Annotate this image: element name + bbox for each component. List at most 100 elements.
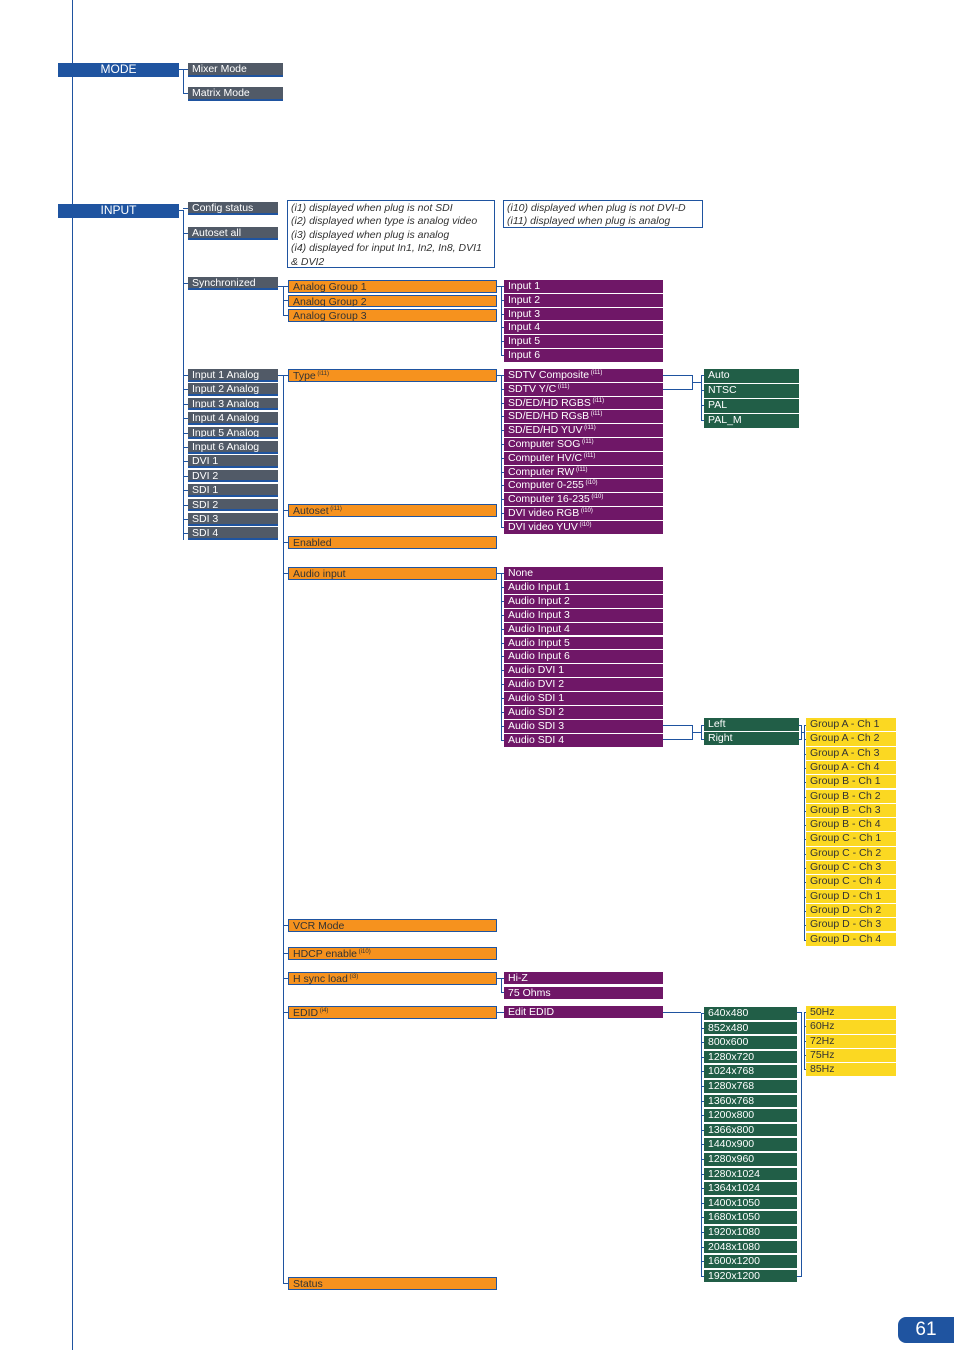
audio-source-audio-input-5[interactable]: Audio Input 5 <box>504 636 663 651</box>
resolution-1364x1024[interactable]: 1364x1024 <box>704 1182 797 1196</box>
refresh-60hz[interactable]: 60Hz <box>806 1020 896 1035</box>
audio-source-audio-input-6[interactable]: Audio Input 6 <box>504 650 663 665</box>
setting-type[interactable]: Type (i11) <box>288 369 497 382</box>
mode-option-matrix-mode[interactable]: Matrix Mode <box>188 87 283 101</box>
plug-sdi-4[interactable]: SDI 4 <box>188 527 278 540</box>
resolution-1360x768[interactable]: 1360x768 <box>704 1094 797 1109</box>
type-dvi-video-rgb[interactable]: DVI video RGB (i10) <box>504 507 663 521</box>
setting-h-sync-load[interactable]: H sync load (i3) <box>288 972 497 985</box>
sdi-group-group-c-ch-2[interactable]: Group C - Ch 2 <box>806 846 896 861</box>
sdi-group-group-c-ch-1[interactable]: Group C - Ch 1 <box>806 832 896 847</box>
audio-channel-right[interactable]: Right <box>704 732 799 746</box>
sdi-group-group-a-ch-3[interactable]: Group A - Ch 3 <box>806 746 896 761</box>
resolution-1440x900[interactable]: 1440x900 <box>704 1138 797 1152</box>
input-item-synchronized[interactable]: Synchronized <box>188 277 278 290</box>
type-computer-hv-c[interactable]: Computer HV/C (i11) <box>504 451 663 466</box>
resolution-1200x800[interactable]: 1200x800 <box>704 1109 797 1123</box>
plug-sdi-2[interactable]: SDI 2 <box>188 498 278 512</box>
resolution-1400x1050[interactable]: 1400x1050 <box>704 1196 797 1211</box>
resolution-1280x1024[interactable]: 1280x1024 <box>704 1167 797 1182</box>
audio-source-audio-input-3[interactable]: Audio Input 3 <box>504 608 663 623</box>
analog-group-3[interactable]: Analog Group 3 <box>288 309 497 322</box>
sdi-group-group-a-ch-1[interactable]: Group A - Ch 1 <box>806 718 896 733</box>
plug-input-2-analog[interactable]: Input 2 Analog <box>188 383 278 396</box>
setting-hdcp-enable[interactable]: HDCP enable (i10) <box>288 947 497 960</box>
sync-input-6[interactable]: Input 6 <box>504 349 663 363</box>
sdi-group-group-c-ch-3[interactable]: Group C - Ch 3 <box>806 861 896 876</box>
plug-input-1-analog[interactable]: Input 1 Analog <box>188 369 278 382</box>
edit-edid-button[interactable]: Edit EDID <box>504 1006 663 1019</box>
sync-input-4[interactable]: Input 4 <box>504 321 663 336</box>
audio-source-audio-sdi-1[interactable]: Audio SDI 1 <box>504 692 663 706</box>
resolution-640x480[interactable]: 640x480 <box>704 1007 797 1021</box>
refresh-72hz[interactable]: 72Hz <box>806 1034 896 1049</box>
sync-input-3[interactable]: Input 3 <box>504 307 663 322</box>
resolution-1024x768[interactable]: 1024x768 <box>704 1065 797 1079</box>
setting-audio-input[interactable]: Audio input <box>288 567 497 580</box>
plug-sdi-1[interactable]: SDI 1 <box>188 484 278 497</box>
refresh-75hz[interactable]: 75Hz <box>806 1048 896 1064</box>
resolution-1366x800[interactable]: 1366x800 <box>704 1123 797 1138</box>
resolution-2048x1080[interactable]: 2048x1080 <box>704 1240 797 1255</box>
resolution-1920x1200[interactable]: 1920x1200 <box>704 1269 797 1284</box>
sdi-group-group-a-ch-4[interactable]: Group A - Ch 4 <box>806 760 896 776</box>
setting-autoset[interactable]: Autoset (i11) <box>288 504 497 517</box>
resolution-852x480[interactable]: 852x480 <box>704 1021 797 1036</box>
analog-group-2[interactable]: Analog Group 2 <box>288 294 497 307</box>
setting-status[interactable]: Status <box>288 1277 497 1290</box>
resolution-800x600[interactable]: 800x600 <box>704 1036 797 1050</box>
type-computer-rw[interactable]: Computer RW (i11) <box>504 465 663 480</box>
setting-vcr-mode[interactable]: VCR Mode <box>288 919 497 932</box>
plug-dvi-1[interactable]: DVI 1 <box>188 455 278 468</box>
sdi-group-group-d-ch-4[interactable]: Group D - Ch 4 <box>806 932 896 947</box>
audio-source-audio-input-2[interactable]: Audio Input 2 <box>504 594 663 609</box>
type-sdtv-y-c[interactable]: SDTV Y/C (i11) <box>504 382 663 397</box>
sdi-group-group-b-ch-3[interactable]: Group B - Ch 3 <box>806 803 896 819</box>
refresh-50hz[interactable]: 50Hz <box>806 1006 896 1021</box>
resolution-1280x720[interactable]: 1280x720 <box>704 1050 797 1065</box>
type-sd-ed-hd-rgsb[interactable]: SD/ED/HD RGsB (i11) <box>504 410 663 425</box>
plug-input-5-analog[interactable]: Input 5 Analog <box>188 426 278 440</box>
hsync-75-ohms[interactable]: 75 Ohms <box>504 986 663 1000</box>
sdi-group-group-d-ch-3[interactable]: Group D - Ch 3 <box>806 918 896 933</box>
sdi-group-group-d-ch-1[interactable]: Group D - Ch 1 <box>806 889 896 904</box>
audio-source-audio-dvi-1[interactable]: Audio DVI 1 <box>504 664 663 679</box>
sdi-group-group-a-ch-2[interactable]: Group A - Ch 2 <box>806 732 896 747</box>
setting-edid[interactable]: EDID (i4) <box>288 1006 497 1019</box>
audio-source-audio-sdi-2[interactable]: Audio SDI 2 <box>504 706 663 720</box>
type-sd-ed-hd-rgbs[interactable]: SD/ED/HD RGBS (i11) <box>504 396 663 411</box>
plug-input-6-analog[interactable]: Input 6 Analog <box>188 441 278 454</box>
audio-source-audio-dvi-2[interactable]: Audio DVI 2 <box>504 678 663 693</box>
audio-source-audio-input-4[interactable]: Audio Input 4 <box>504 622 663 637</box>
input-item-autoset-all[interactable]: Autoset all <box>188 227 278 240</box>
sdi-group-group-b-ch-1[interactable]: Group B - Ch 1 <box>806 775 896 790</box>
input-item-config-status[interactable]: Config status <box>188 202 278 215</box>
type-computer-16-235[interactable]: Computer 16-235 (i10) <box>504 493 663 507</box>
mode-option-mixer-mode[interactable]: Mixer Mode <box>188 63 283 77</box>
audio-source-none[interactable]: None <box>504 567 663 581</box>
plug-sdi-3[interactable]: SDI 3 <box>188 513 278 526</box>
sdi-group-group-b-ch-4[interactable]: Group B - Ch 4 <box>806 818 896 833</box>
type-dvi-video-yuv[interactable]: DVI video YUV (i10) <box>504 520 663 535</box>
sync-input-1[interactable]: Input 1 <box>504 280 663 294</box>
sdi-group-group-c-ch-4[interactable]: Group C - Ch 4 <box>806 875 896 890</box>
type-computer-sog[interactable]: Computer SOG (i11) <box>504 438 663 452</box>
audio-channel-left[interactable]: Left <box>704 718 799 732</box>
type-sdtv-composite[interactable]: SDTV Composite (i11) <box>504 369 663 383</box>
resolution-1600x1200[interactable]: 1600x1200 <box>704 1255 797 1269</box>
resolution-1920x1080[interactable]: 1920x1080 <box>704 1226 797 1240</box>
setting-enabled[interactable]: Enabled <box>288 536 497 549</box>
sync-input-5[interactable]: Input 5 <box>504 335 663 349</box>
standard-auto[interactable]: Auto <box>704 369 799 384</box>
type-sd-ed-hd-yuv[interactable]: SD/ED/HD YUV (i11) <box>504 424 663 438</box>
audio-source-audio-sdi-4[interactable]: Audio SDI 4 <box>504 733 663 748</box>
hsync-hi-z[interactable]: Hi-Z <box>504 972 663 985</box>
standard-ntsc[interactable]: NTSC <box>704 384 799 399</box>
type-computer-0-255[interactable]: Computer 0-255 (i10) <box>504 479 663 494</box>
resolution-1280x768[interactable]: 1280x768 <box>704 1080 797 1094</box>
audio-source-audio-sdi-3[interactable]: Audio SDI 3 <box>504 719 663 734</box>
analog-group-1[interactable]: Analog Group 1 <box>288 280 497 293</box>
sdi-group-group-b-ch-2[interactable]: Group B - Ch 2 <box>806 789 896 804</box>
standard-pal[interactable]: PAL <box>704 399 799 414</box>
plug-input-3-analog[interactable]: Input 3 Analog <box>188 397 278 411</box>
